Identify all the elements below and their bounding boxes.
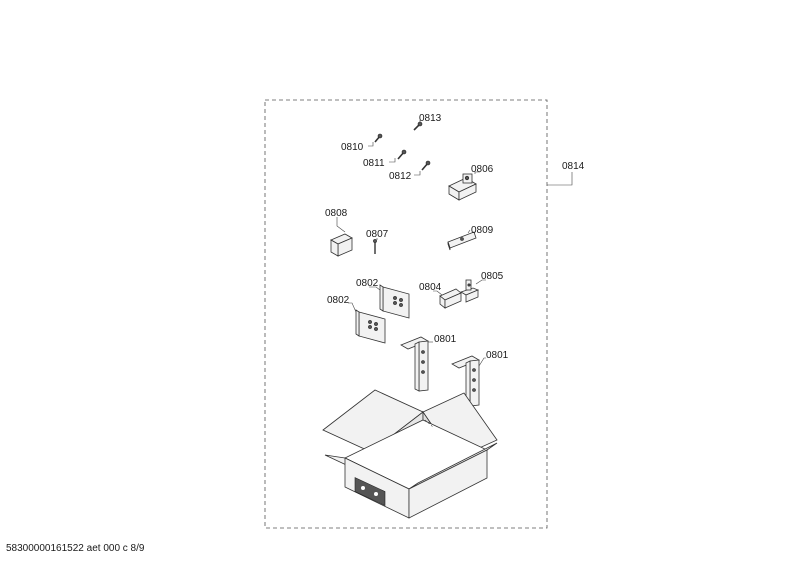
callout-0814: 0814	[547, 161, 585, 186]
hinge-0806: 0806	[448, 164, 494, 201]
bracket-0808: 0808	[325, 208, 353, 257]
label-0807: 0807	[366, 229, 389, 240]
mount-plate-0802-upper: 0802	[356, 278, 410, 319]
document-footer: 58300000161522 aet 000 c 8/9	[6, 543, 145, 554]
label-0801-right: 0801	[486, 350, 509, 361]
label-0812: 0812	[389, 171, 412, 182]
label-0811: 0811	[363, 158, 385, 169]
screw-0811: 0811	[363, 149, 407, 169]
mount-plate-0802-lower: 0802	[327, 295, 386, 344]
screw-0813: 0813	[413, 113, 442, 131]
label-0808: 0808	[325, 208, 348, 219]
leg-bracket-0801-right: 0801	[451, 350, 509, 407]
label-0806: 0806	[471, 164, 494, 175]
screw-0812: 0812	[389, 160, 431, 182]
leg-bracket-0801-left: 0801	[400, 334, 457, 392]
label-0804: 0804	[419, 282, 442, 293]
label-0810: 0810	[341, 142, 364, 153]
label-0809: 0809	[471, 225, 494, 236]
label-0801-left: 0801	[434, 334, 457, 345]
pin-0807: 0807	[366, 229, 389, 254]
label-0813: 0813	[419, 113, 442, 124]
label-0802-upper: 0802	[356, 278, 379, 289]
label-0805: 0805	[481, 271, 504, 282]
plate-0809: 0809	[447, 225, 494, 251]
label-0814: 0814	[562, 161, 585, 172]
label-0802-lower: 0802	[327, 295, 350, 306]
screw-0810: 0810	[341, 133, 383, 153]
clamp-0804: 0804	[419, 282, 462, 309]
bracket-0805: 0805	[460, 271, 504, 303]
assembly-frame	[264, 99, 548, 529]
packaging-box	[322, 389, 498, 519]
